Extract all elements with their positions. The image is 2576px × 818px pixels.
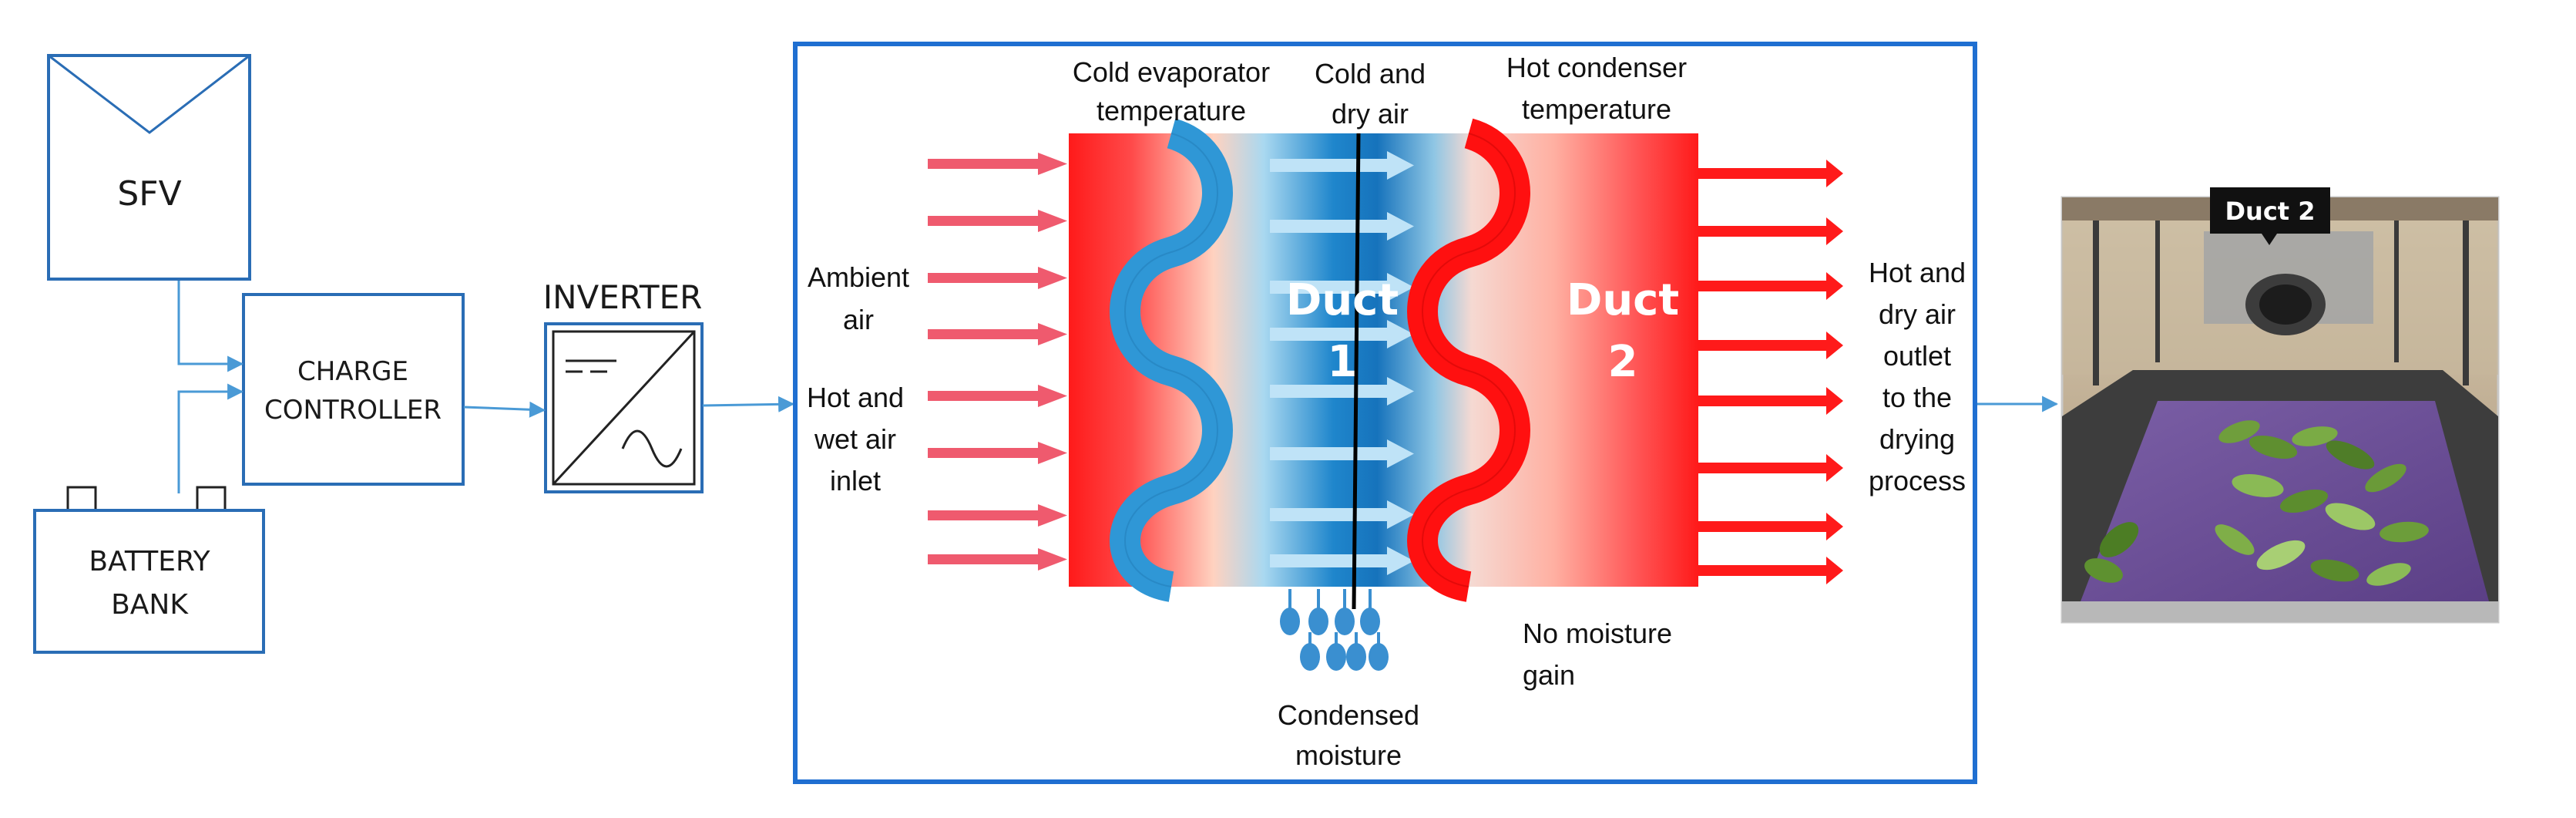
battery-bank-box — [33, 509, 265, 654]
hot-condenser-label-line1: Hot condenser — [1506, 52, 1687, 83]
cold-air-arrow — [1270, 439, 1414, 468]
outlet-arrow — [1698, 513, 1843, 540]
ambient-air-label-line1: Ambient — [808, 261, 909, 293]
outlet-arrows — [1698, 160, 1843, 584]
droplet-icon — [1369, 632, 1389, 671]
droplet-icon — [1335, 589, 1355, 635]
cold-evaporator-label-line1: Cold evaporator — [1073, 56, 1270, 88]
droplet-icon — [1300, 632, 1320, 671]
inlet-arrow — [928, 548, 1067, 571]
connector-battery-to-controller — [177, 383, 244, 493]
droplet-icon — [1360, 589, 1380, 635]
outlet-label-line1: Hot and — [1869, 257, 1966, 288]
inlet-arrow — [928, 385, 1067, 407]
outlet-arrow — [1698, 272, 1843, 300]
inlet-arrow — [928, 504, 1067, 527]
battery-terminal-right — [196, 486, 227, 512]
inlet-label-line3: inlet — [830, 465, 881, 497]
battery-bank-label-line2: BANK — [111, 589, 189, 621]
connector-solar-to-controller — [177, 281, 244, 372]
dryer-photo: Duct 2 — [2060, 187, 2500, 624]
hot-condenser-coil — [1407, 118, 1530, 602]
solar-panel-icon — [48, 54, 250, 134]
inlet-arrow — [928, 210, 1067, 232]
inlet-arrow — [928, 323, 1067, 345]
ambient-air-label-line2: air — [843, 304, 874, 335]
inlet-arrow — [928, 153, 1067, 175]
outlet-arrow — [1698, 217, 1843, 245]
cold-dry-air-label-line1: Cold and — [1315, 58, 1426, 89]
charge-controller-label-line1: CHARGE — [297, 356, 408, 387]
solar-panel: SFV — [47, 54, 251, 281]
inverter: INVERTER — [543, 278, 704, 493]
battery-bank: BATTERY BANK — [33, 486, 265, 654]
leaves — [2084, 420, 2429, 586]
power-connectors — [177, 281, 2059, 493]
inlet-label-line2: wet air — [814, 423, 896, 455]
no-moisture-label-line1: No moisture — [1523, 618, 1672, 649]
cold-dry-air-label-line2: dry air — [1332, 98, 1409, 130]
droplet-icon — [1308, 589, 1328, 635]
duct1-label-line2: 1 — [1328, 337, 1358, 387]
battery-bank-label-line1: BATTERY — [89, 546, 210, 577]
photo-duct-badge-label: Duct 2 — [2225, 197, 2315, 226]
droplet-icon — [1326, 632, 1346, 671]
cold-air-arrow — [1270, 500, 1414, 529]
outlet-label-line6: process — [1869, 465, 1966, 497]
outlet-arrow — [1698, 160, 1843, 187]
charge-controller-label-line2: CONTROLLER — [264, 395, 442, 426]
charge-controller-box — [242, 293, 465, 486]
outlet-arrow — [1698, 557, 1843, 584]
connector-inverter-to-dryer — [702, 396, 795, 412]
cold-air-arrow — [1270, 547, 1414, 575]
cold-evaporator-label-line2: temperature — [1097, 95, 1246, 126]
inverter-inner-box — [552, 330, 696, 486]
ac-wave-icon — [621, 429, 683, 468]
cold-evaporator-coil — [1110, 118, 1233, 602]
no-moisture-label-line2: gain — [1523, 659, 1575, 691]
inlet-arrows — [928, 153, 1067, 571]
inlet-arrow — [928, 267, 1067, 289]
droplet-icon — [1346, 632, 1366, 671]
duct1-label-line1: Duct — [1286, 275, 1399, 325]
condensed-droplets — [1280, 589, 1389, 671]
outlet-arrow — [1698, 454, 1843, 482]
outlet-arrow — [1698, 332, 1843, 359]
outlet-label-line3: outlet — [1883, 340, 1951, 372]
battery-terminal-left — [66, 486, 97, 512]
solar-panel-label: SFV — [117, 174, 181, 214]
inverter-label: INVERTER — [543, 278, 703, 316]
droplet-icon — [1280, 589, 1300, 635]
inlet-arrow — [928, 442, 1067, 464]
condensed-moisture-label-line2: moisture — [1295, 739, 1402, 771]
outlet-label-line4: to the — [1882, 382, 1952, 413]
inlet-label-line1: Hot and — [807, 382, 904, 413]
hot-condenser-label-line2: temperature — [1522, 93, 1671, 125]
outlet-label-line5: drying — [1879, 423, 1955, 455]
connector-controller-to-inverter — [463, 401, 546, 418]
photo-duct-badge — [2210, 187, 2330, 234]
duct-divider-line — [1352, 133, 1361, 610]
dc-symbol-icon — [566, 359, 616, 373]
duct2-label-line1: Duct — [1567, 275, 1679, 325]
solar-panel-box — [47, 54, 251, 281]
outlet-label-line2: dry air — [1879, 298, 1956, 330]
condensed-moisture-label-line1: Condensed — [1278, 699, 1419, 731]
charge-controller: CHARGE CONTROLLER — [242, 293, 465, 486]
inverter-diagonal — [552, 330, 696, 486]
duct2-label-line2: 2 — [1608, 337, 1638, 387]
outlet-arrow — [1698, 387, 1843, 415]
